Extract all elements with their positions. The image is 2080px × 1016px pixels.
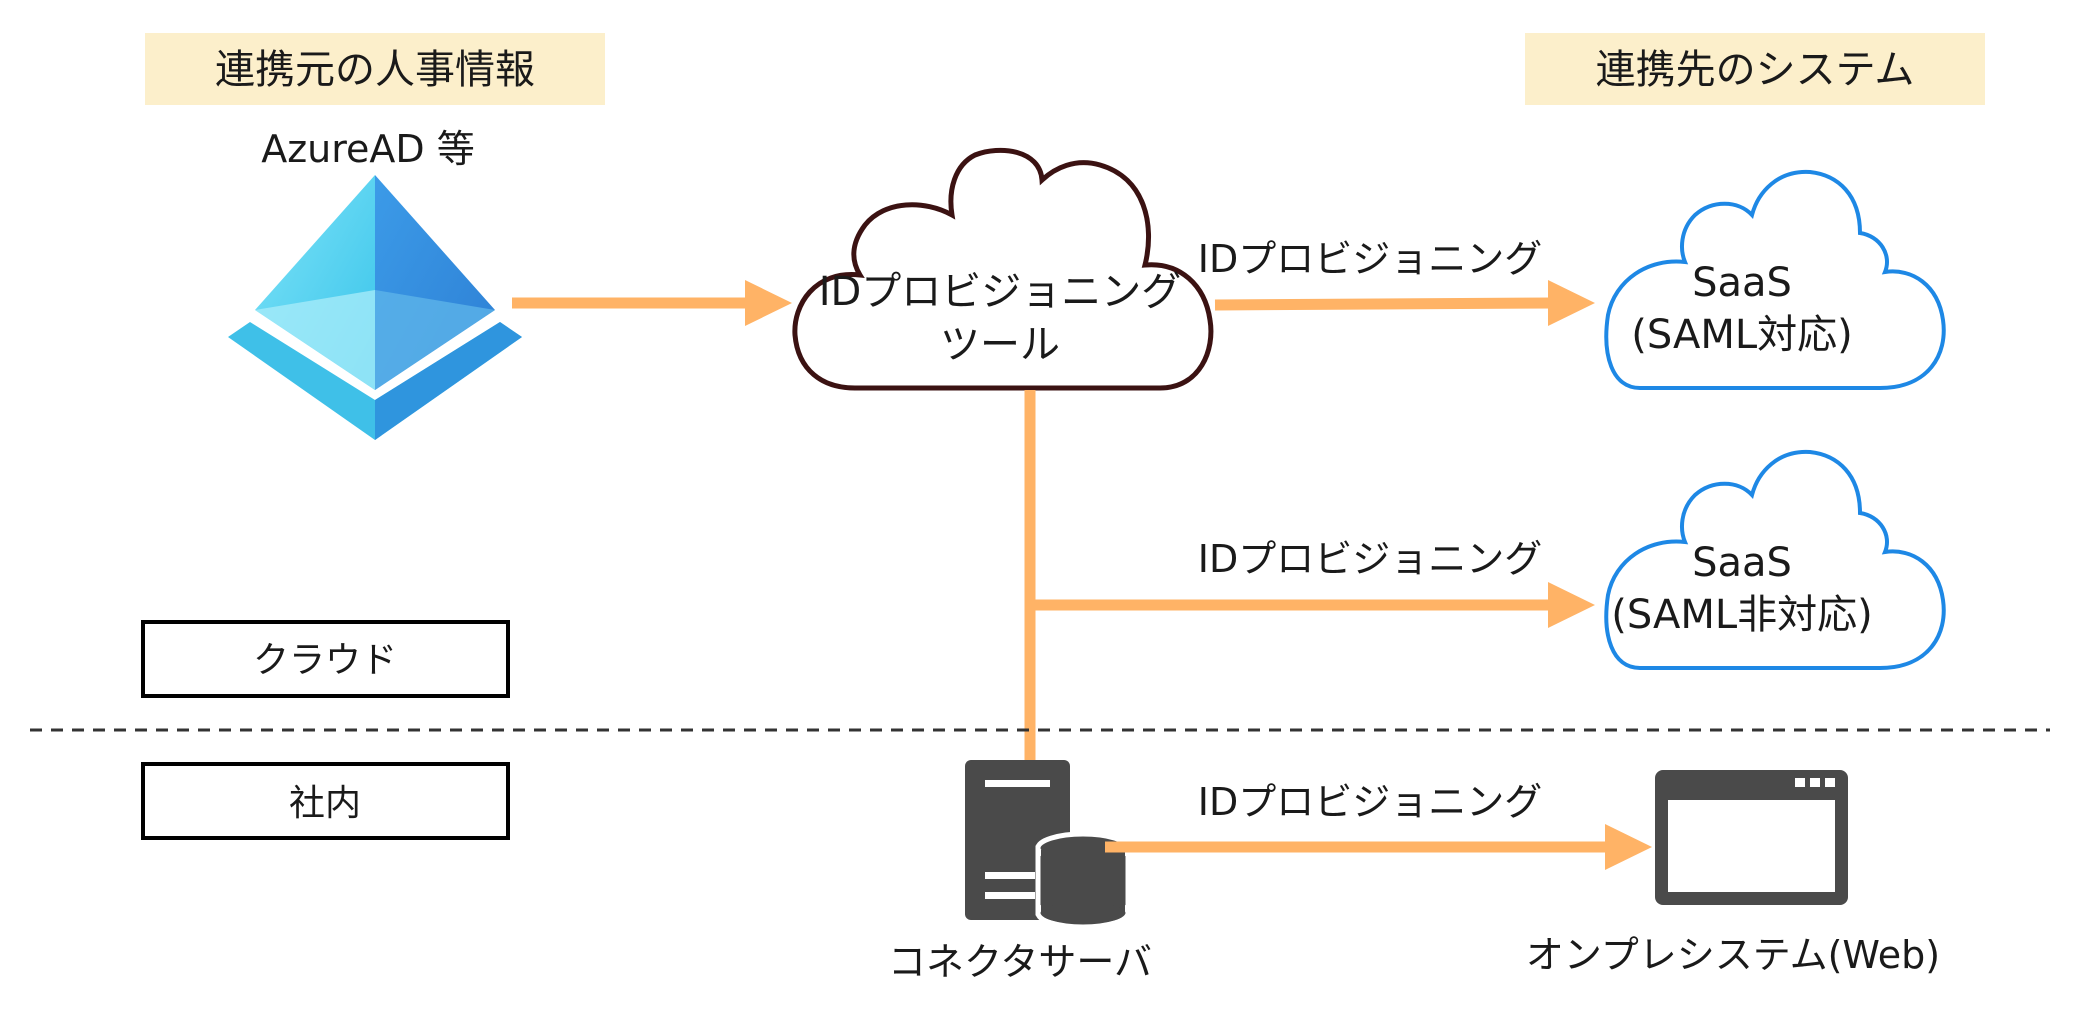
- cloud-icon: [1604, 169, 1946, 390]
- azure-ad-pyramid-icon: [228, 175, 522, 440]
- zone-cloud-label: クラウド: [253, 640, 397, 681]
- saas-saml-line1: SaaS: [1692, 260, 1792, 306]
- arrow-tool-to-saas-saml: IDプロビジョニング: [1198, 237, 1595, 326]
- source-header: 連携元の人事情報: [145, 33, 605, 105]
- tool-label-line2: ツール: [940, 322, 1060, 368]
- cloud-icon: [792, 147, 1214, 391]
- zone-internal-label: 社内: [289, 783, 361, 824]
- saas-nonsaml-line2: (SAML非対応): [1611, 592, 1873, 638]
- browser-window-icon: [1655, 770, 1848, 905]
- provisioning-tool-cloud: IDプロビジョニング ツール: [792, 147, 1214, 391]
- connector-server-label: コネクタサーバ: [888, 940, 1152, 984]
- tool-label-line1: IDプロビジョニング: [819, 269, 1182, 315]
- azure-ad-label: AzureAD 等: [261, 127, 475, 171]
- target-header: 連携先のシステム: [1525, 33, 1985, 105]
- arrow-label-onprem: IDプロビジョニング: [1198, 780, 1542, 824]
- saas-saml-cloud: SaaS (SAML対応): [1604, 169, 1946, 390]
- arrow-label-nonsaml: IDプロビジョニング: [1198, 537, 1542, 581]
- saas-nonsaml-cloud: SaaS (SAML非対応): [1604, 449, 1946, 670]
- target-header-text: 連携先のシステム: [1596, 47, 1915, 93]
- arrow-source-to-tool: [512, 280, 792, 326]
- cloud-icon: [1604, 449, 1946, 670]
- arrow-label-saml: IDプロビジョニング: [1198, 237, 1542, 281]
- zone-internal-box: 社内: [141, 762, 510, 840]
- arrow-tool-to-saas-nonsaml: IDプロビジョニング: [1030, 537, 1595, 628]
- server-database-icon: [965, 760, 1131, 930]
- onprem-system-label: オンプレシステム(Web): [1526, 933, 1940, 977]
- source-header-text: 連携元の人事情報: [215, 47, 535, 93]
- zone-cloud-box: クラウド: [141, 620, 510, 698]
- saas-nonsaml-line1: SaaS: [1692, 540, 1792, 586]
- saas-saml-line2: (SAML対応): [1631, 312, 1853, 358]
- arrow-server-to-onprem: IDプロビジョニング: [1105, 780, 1652, 870]
